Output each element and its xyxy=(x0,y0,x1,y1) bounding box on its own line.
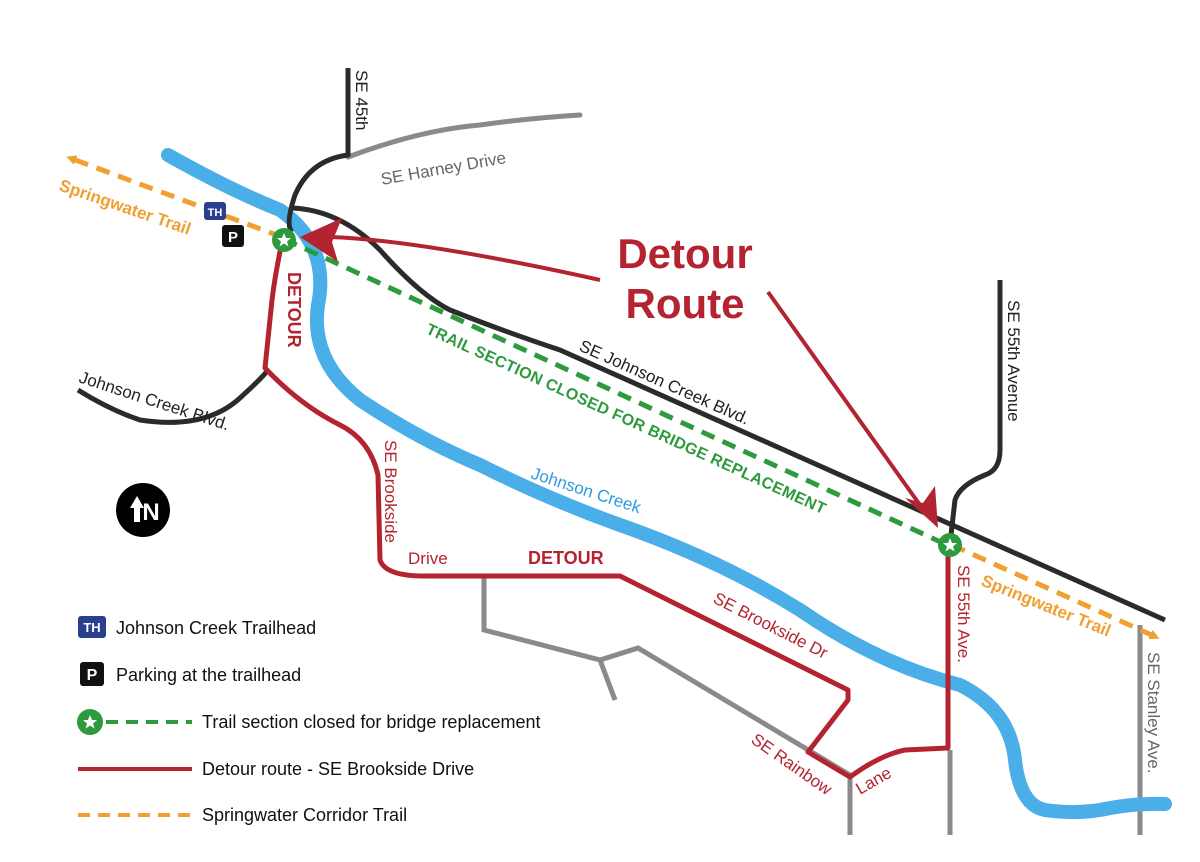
road-side-street-a xyxy=(481,578,618,701)
detour-arrow-line-right xyxy=(766,290,922,507)
north-arrow-icon: N xyxy=(116,483,170,537)
closure-marker-east xyxy=(938,533,962,557)
johnson-creek xyxy=(161,148,1172,820)
legend-parking-icon xyxy=(80,662,104,686)
label-drive: Drive xyxy=(408,549,448,568)
label-se-stanley-ave: SE Stanley Ave. xyxy=(1144,652,1163,774)
detour-route xyxy=(262,241,951,780)
label-springwater-trail-west: Springwater Trail xyxy=(57,176,194,239)
svg-text:TH: TH xyxy=(83,620,100,635)
legend-star-icon xyxy=(77,709,103,735)
label-springwater-trail-east: Springwater Trail xyxy=(979,571,1114,640)
label-se-brookside: SE Brookside xyxy=(381,440,400,543)
svg-text:Johnson Creek Trailhead: Johnson Creek Trailhead xyxy=(116,618,316,638)
svg-text:P: P xyxy=(228,229,238,246)
road-se-johnson-creek-blvd xyxy=(291,205,1167,623)
legend-trailhead-icon xyxy=(78,616,106,638)
legend: TH Johnson Creek Trailhead P Parking at … xyxy=(77,616,541,825)
svg-text:P: P xyxy=(87,667,98,684)
springwater-trail-east xyxy=(950,542,1160,640)
svg-text:Springwater Corridor Trail: Springwater Corridor Trail xyxy=(202,805,407,825)
label-se-45th: SE 45th xyxy=(352,70,371,131)
title-line-1: Detour xyxy=(617,230,752,277)
legend-item-trailhead: TH Johnson Creek Trailhead xyxy=(78,616,316,638)
road-se-55th-avenue xyxy=(948,280,1003,536)
svg-text:Parking at the trailhead: Parking at the trailhead xyxy=(116,665,301,685)
svg-text:Detour route - SE Brookside Dr: Detour route - SE Brookside Drive xyxy=(202,759,474,779)
legend-item-parking: P Parking at the trailhead xyxy=(80,662,301,686)
legend-item-closed: Trail section closed for bridge replacem… xyxy=(77,709,541,735)
detour-arrowhead-left xyxy=(300,218,342,262)
label-trail-closed: TRAIL SECTION CLOSED FOR BRIDGE REPLACEM… xyxy=(423,321,828,518)
title-line-2: Route xyxy=(626,280,745,327)
label-detour-vertical: DETOUR xyxy=(284,272,304,348)
springwater-trail-west xyxy=(66,155,283,240)
svg-text:N: N xyxy=(142,499,159,526)
closed-trail-section xyxy=(282,236,947,547)
label-se-harney-drive: SE Harney Drive xyxy=(379,148,507,189)
detour-arrow-line-left xyxy=(329,235,601,282)
legend-item-detour: Detour route - SE Brookside Drive xyxy=(78,759,474,779)
label-se-55th-avenue: SE 55th Avenue xyxy=(1004,300,1023,422)
road-se-rainbow-lane xyxy=(599,645,853,835)
trailhead-badge-map: TH xyxy=(204,202,226,220)
road-se-45th xyxy=(286,68,351,234)
legend-item-springwater: Springwater Corridor Trail xyxy=(78,805,407,825)
label-se-55th-ave: SE 55th Ave. xyxy=(954,565,973,663)
parking-badge-map: P xyxy=(222,225,244,247)
svg-text:TH: TH xyxy=(208,207,223,219)
closure-marker-west xyxy=(272,228,296,252)
road-johnson-creek-blvd-west xyxy=(76,368,270,425)
label-detour-horizontal: DETOUR xyxy=(528,548,604,568)
svg-text:Trail section closed for bridg: Trail section closed for bridge replacem… xyxy=(202,712,541,732)
detour-arrowhead-right xyxy=(905,486,938,528)
road-se-harney-drive xyxy=(345,112,583,160)
